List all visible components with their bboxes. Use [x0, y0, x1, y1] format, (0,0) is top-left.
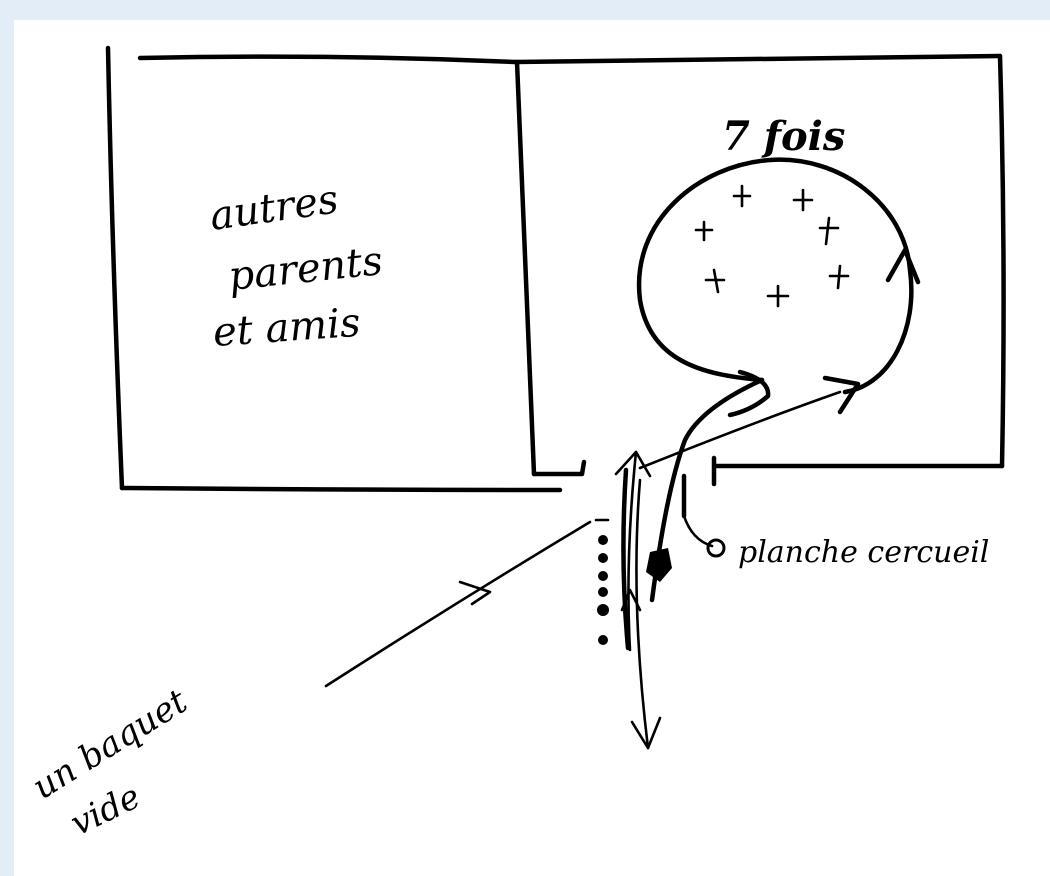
room-left-line-3: et amis [211, 300, 361, 356]
mark-cross [732, 184, 752, 208]
room-right [512, 53, 1006, 487]
mark-cross [828, 264, 850, 290]
dots [597, 535, 609, 645]
room-left-line-2: parents [226, 238, 385, 300]
mark-cross [704, 268, 726, 294]
coffin-board-label: planche cercueil [738, 535, 989, 570]
mark-cross [818, 216, 840, 246]
mark-cross [766, 284, 790, 308]
labels: autres parents et amis 7 fois planche ce… [26, 113, 990, 844]
circle-marks [694, 184, 850, 308]
procession-paths [324, 375, 861, 750]
circle-path [636, 157, 921, 603]
mark-cross [694, 220, 714, 242]
room-left-line-1: autres [207, 176, 341, 240]
circle-count-label: 7 fois [722, 113, 845, 160]
mark-cross [792, 188, 814, 212]
room-left [105, 45, 563, 493]
candle-mark [646, 548, 672, 582]
coffin-board [646, 473, 726, 582]
